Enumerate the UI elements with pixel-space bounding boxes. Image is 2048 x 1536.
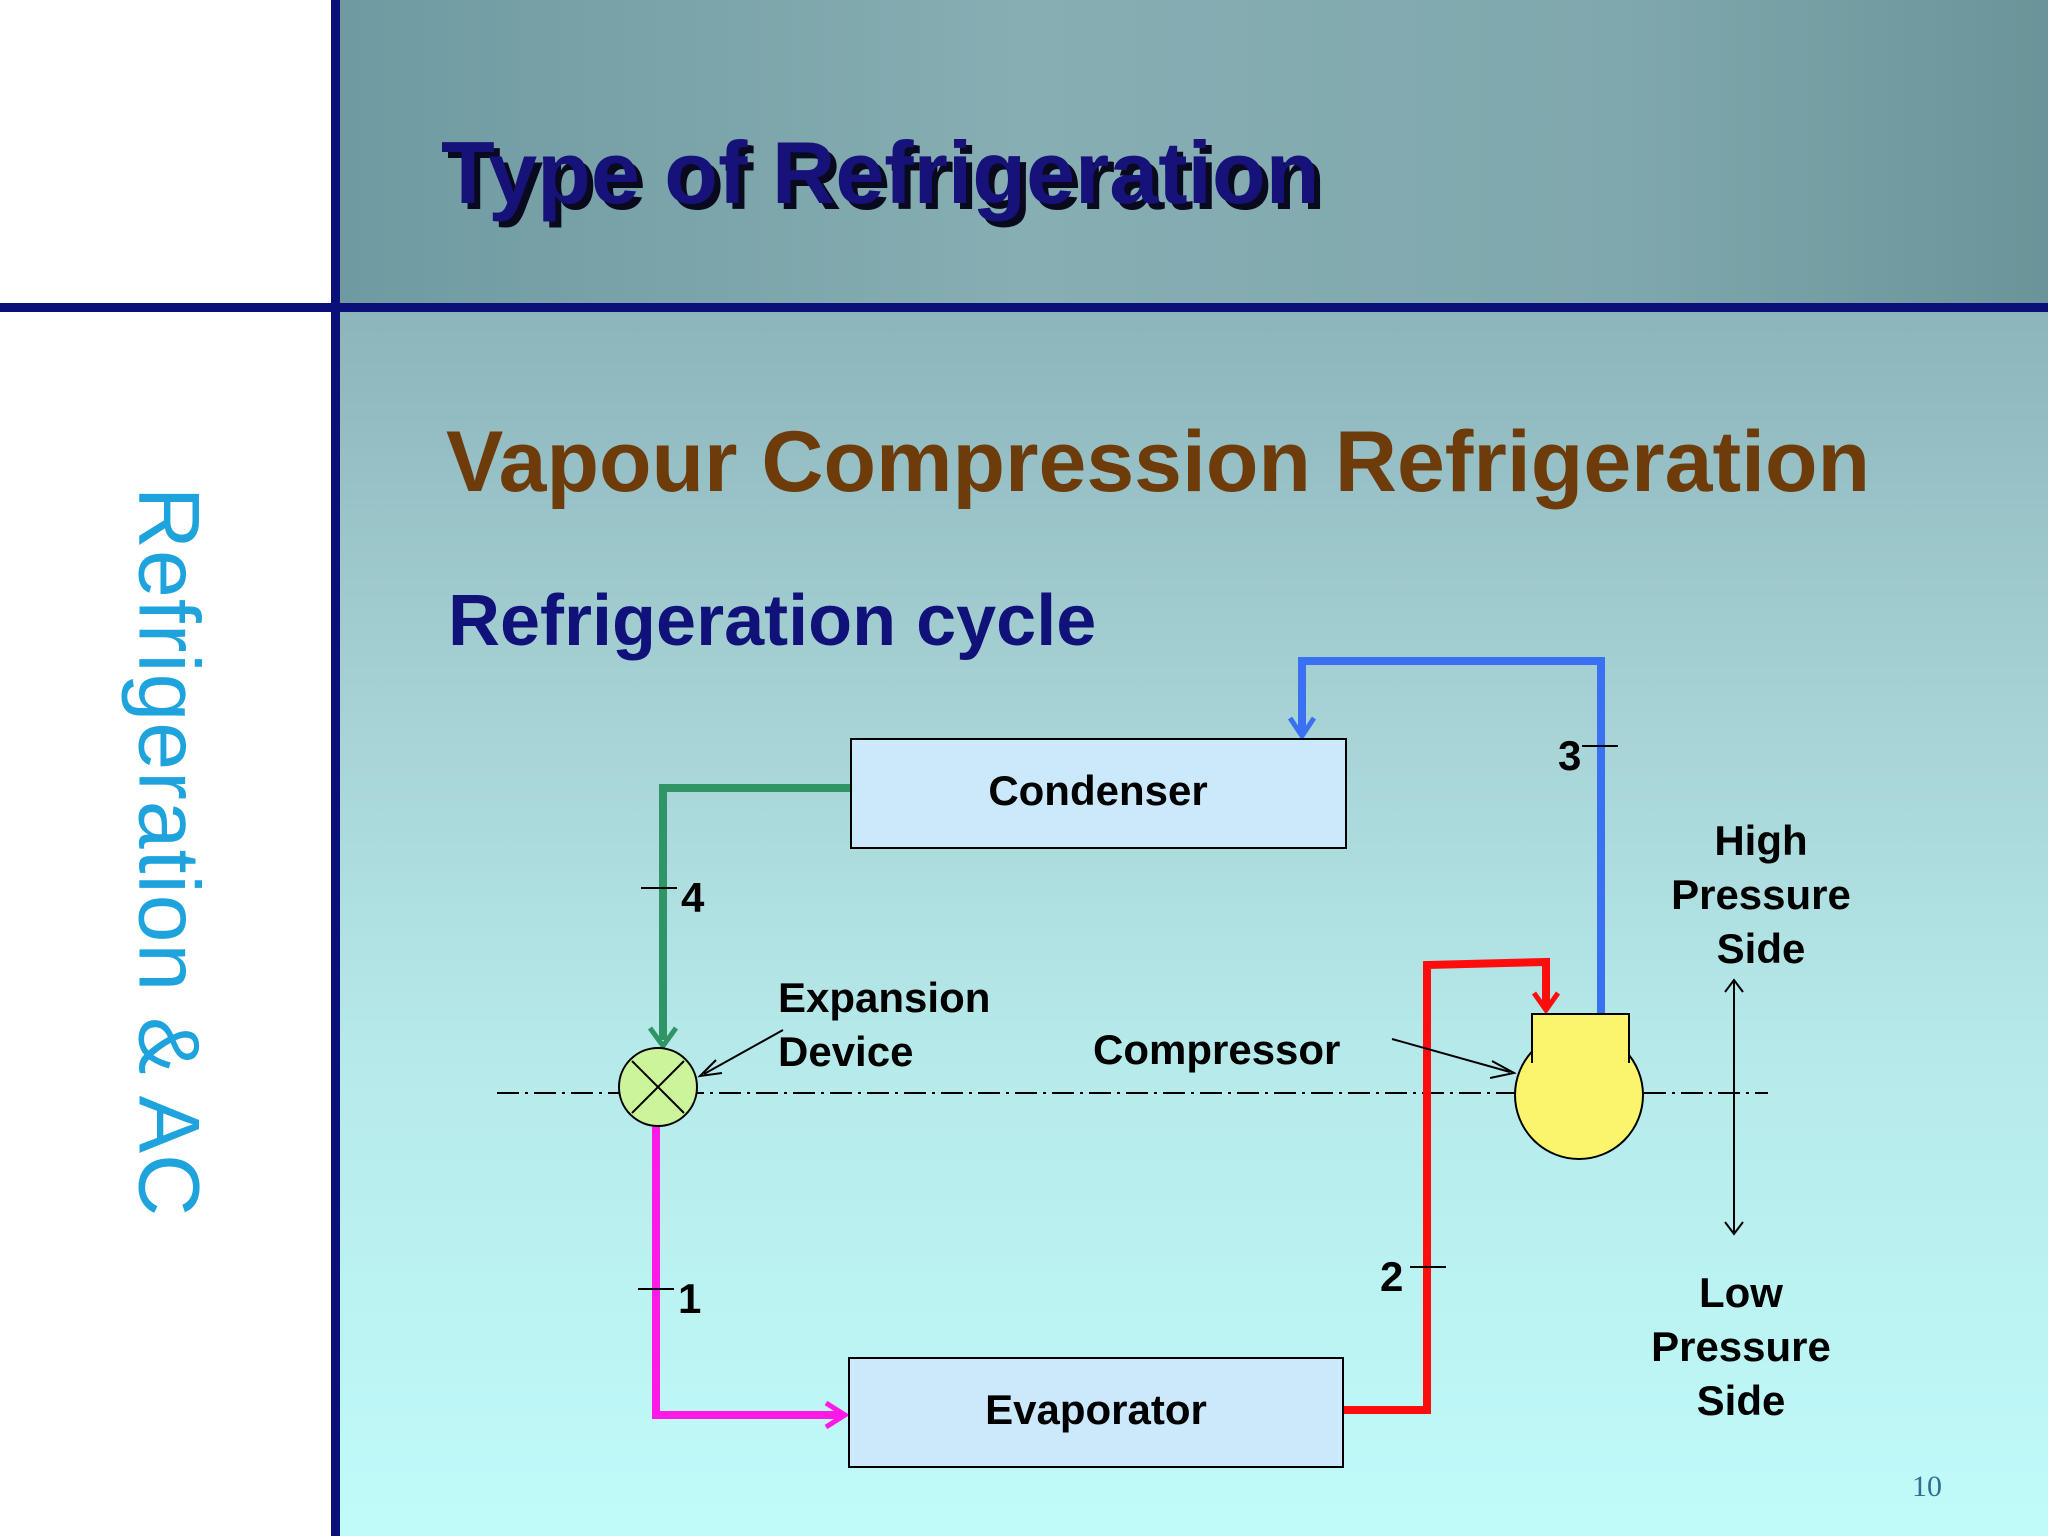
line-1-expansion-to-evaporator [652,1127,840,1419]
pressure-arrow-up [1724,978,1744,993]
expansion-leader-arrow [697,1059,723,1078]
state-point-2: 2 [1380,1253,1403,1300]
low-pressure-label-1: Low [1699,1269,1783,1316]
state-point-3: 3 [1558,732,1581,779]
arrowhead-magenta [824,1400,850,1430]
arrowhead-blue [1287,716,1317,741]
low-pressure-label-3: Side [1697,1377,1786,1424]
pressure-arrow-down [1724,1221,1744,1236]
section-subheading: Refrigeration cycle [448,581,1097,661]
compressor-label: Compressor [1093,1026,1340,1073]
page-number: 10 [1912,1470,1942,1503]
compressor-head [1531,1013,1630,1063]
high-pressure-label-1: High [1714,817,1807,864]
horizontal-divider [0,303,2048,312]
condenser-box [850,738,1347,849]
side-panel [0,0,336,1536]
title-band [336,0,2048,307]
evaporator-label: Evaporator [985,1386,1207,1433]
state-point-1: 1 [678,1275,701,1322]
expansion-device-label-2: Device [778,1028,913,1075]
compressor-join [1533,1058,1628,1070]
expansion-cross-2 [631,1060,685,1114]
evaporator-box [848,1357,1344,1468]
vertical-divider [331,0,340,1536]
low-pressure-label-2: Pressure [1651,1323,1831,1370]
high-pressure-label-2: Pressure [1671,871,1851,918]
compressor-leader [1391,1038,1511,1073]
arrowhead-green [647,1026,679,1051]
condenser-label: Condenser [988,767,1207,814]
expansion-device-label-1: Expansion [778,974,990,1021]
slide-title: Type of Refrigeration [441,123,1320,222]
state-point-4: 4 [681,874,705,921]
expansion-leader [703,1029,784,1075]
arrowhead-red [1531,991,1561,1015]
section-heading: Vapour Compression Refrigeration [446,414,1871,510]
line-3-compressor-to-condenser [1298,657,1605,1014]
line-2-evaporator-to-compressor [1343,957,1550,1414]
content-area [336,307,2048,1536]
high-pressure-label-3: Side [1717,925,1806,972]
line-4-condenser-to-expansion [659,784,850,1040]
compressor-leader-arrow [1489,1060,1517,1079]
